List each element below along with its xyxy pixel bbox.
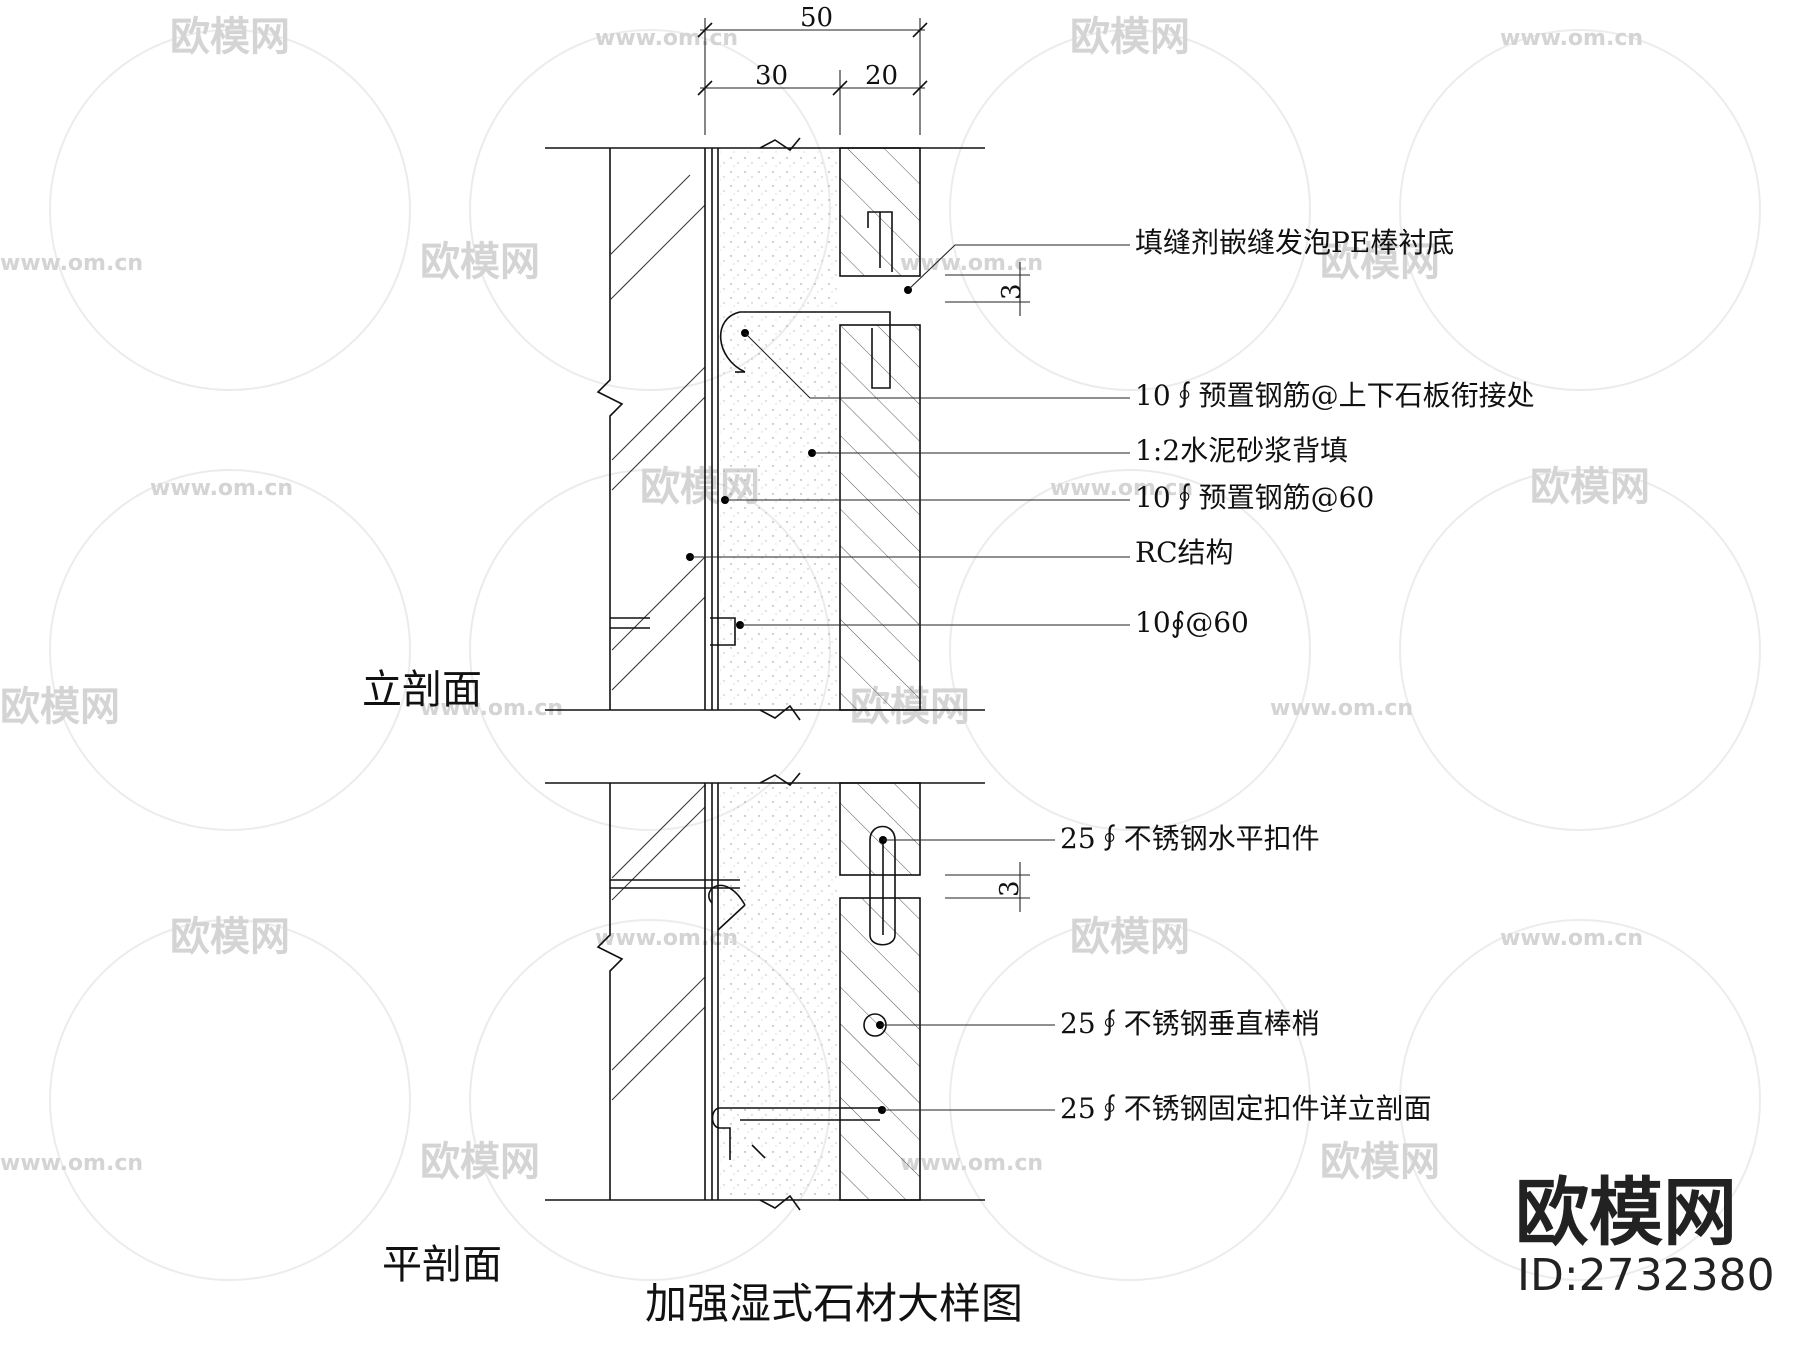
watermark-brand: 欧模网 [420,239,540,285]
dimension-inner: 30 [755,61,788,91]
dimension-gap-lower: 3 [995,880,1025,897]
watermark-url: www.om.cn [1500,26,1643,51]
dimension-gap-upper: 3 [997,283,1027,300]
dimension-total: 50 [800,3,833,33]
dimension-outer: 20 [865,61,898,91]
annotation-mortar: 1:2水泥砂浆背填 [1135,434,1348,467]
watermark-brand: 欧模网 [170,14,290,60]
annotation-tie-60: 10∮@60 [1135,606,1249,639]
annotations-elevation: 填缝剂嵌缝发泡PE棒衬底 10∮预置钢筋@上下石板衔接处 1:2水泥砂浆背填 1… [1135,226,1535,639]
watermark-brand: 欧模网 [1070,914,1190,960]
watermark-text-layer: 欧模网 欧模网 欧模网 欧模网 欧模网 欧模网 欧模网 欧模网 欧模网 欧模网 … [0,14,1650,1185]
watermark-url: www.om.cn [420,696,563,721]
watermark-url: www.om.cn [1270,696,1413,721]
annotation-sealant: 填缝剂嵌缝发泡PE棒衬底 [1135,226,1454,259]
watermark-brand: 欧模网 [170,914,290,960]
watermark-url: www.om.cn [1500,926,1643,951]
drawing-title: 加强湿式石材大样图 [645,1279,1023,1328]
rc-structure-hatch [609,174,706,691]
watermark-brand: 欧模网 [420,1139,540,1185]
annotation-rebar-60: 10∮预置钢筋@60 [1135,481,1374,514]
watermark-url: www.om.cn [595,926,738,951]
dimension-chain-top: 50 30 20 [697,3,928,135]
watermark-brand: 欧模网 [1320,239,1440,285]
watermark-brand: 欧模网 [0,684,120,730]
annotation-rc-structure: RC结构 [1135,536,1234,569]
watermark-brand: 欧模网 [1070,14,1190,60]
watermark-url: www.om.cn [900,251,1043,276]
watermark-url: www.om.cn [150,476,293,501]
model-id: ID:2732380 [1517,1250,1775,1301]
leader-lines-elevation [690,244,1130,626]
annotation-vertical-dowel: 25∮不锈钢垂直棒梢 [1060,1007,1320,1040]
watermark-brand: 欧模网 [1320,1139,1440,1185]
plan-section: 3 [545,772,1030,1211]
label-elevation: 立剖面 [362,667,482,713]
annotation-fixing-clip: 25∮不锈钢固定扣件详立剖面 [1060,1092,1432,1125]
annotations-plan: 25∮不锈钢水平扣件 25∮不锈钢垂直棒梢 25∮不锈钢固定扣件详立剖面 [1060,822,1432,1125]
watermark-url: www.om.cn [900,1151,1043,1176]
brand-logo: 欧模网 [1515,1170,1737,1256]
watermark-url: www.om.cn [0,1151,143,1176]
elevation-section: 3 [545,137,1030,721]
watermark-url: www.om.cn [0,251,143,276]
label-plan: 平剖面 [382,1242,502,1288]
leader-lines-plan [880,839,1055,1111]
watermark-url: www.om.cn [1050,476,1193,501]
annotation-horizontal-clip: 25∮不锈钢水平扣件 [1060,822,1320,855]
annotation-rebar-joint: 10∮预置钢筋@上下石板衔接处 [1135,379,1535,412]
watermark-brand: 欧模网 [1530,464,1650,510]
